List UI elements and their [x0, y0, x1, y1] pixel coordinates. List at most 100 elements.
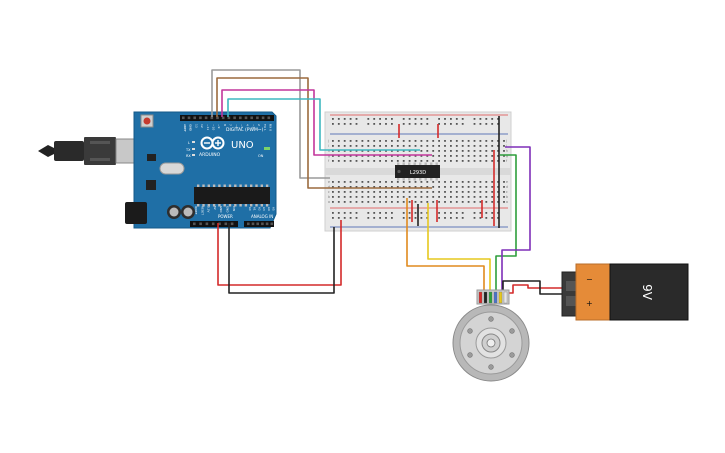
breadboard-hole [450, 191, 452, 193]
breadboard-hole [420, 191, 423, 193]
breadboard-hole [355, 118, 358, 120]
breadboard-hole [420, 145, 423, 147]
breadboard-hole [444, 196, 446, 198]
breadboard-hole [426, 123, 429, 125]
breadboard-hole [414, 191, 417, 193]
motor-bolt [467, 328, 473, 334]
breadboard-hole [450, 145, 452, 147]
digital-pin-label: ~3 [251, 124, 255, 129]
breadboard-hole [450, 123, 452, 125]
breadboard-hole [332, 212, 334, 214]
breadboard-hole [385, 196, 387, 198]
breadboard-hole [461, 155, 464, 157]
breadboard-hole [467, 186, 470, 188]
digital-pin [199, 116, 202, 120]
digital-label: DIGITAL (PWM~) [226, 127, 264, 133]
power-pin-label: IOREF [194, 206, 198, 215]
breadboard-hole [473, 123, 476, 125]
breadboard-hole [402, 155, 405, 157]
breadboard-hole [337, 140, 340, 142]
breadboard-hole [349, 155, 352, 157]
breadboard-hole [497, 150, 499, 152]
breadboard-hole [343, 217, 346, 219]
battery-9v: − + 9V [561, 263, 689, 321]
breadboard-hole [455, 123, 458, 125]
breadboard-hole [426, 191, 429, 193]
breadboard-hole [402, 140, 405, 142]
breadboard-hole [408, 145, 411, 147]
breadboard-hole [432, 191, 435, 193]
breadboard-hole [414, 145, 417, 147]
breadboard-hole [467, 140, 470, 142]
breadboard-hole [361, 150, 364, 152]
breadboard-hole [402, 186, 405, 188]
breadboard-hole [485, 160, 488, 162]
breadboard-hole [485, 123, 488, 125]
breadboard-hole [438, 201, 440, 203]
breadboard-hole [408, 155, 411, 157]
breadboard-hole [450, 212, 452, 214]
breadboard-hole [355, 140, 358, 142]
breadboard-hole [426, 145, 429, 147]
chip-leg [430, 162, 433, 165]
breadboard-hole [420, 155, 423, 157]
row-letter: h [506, 149, 508, 153]
breadboard-hole [438, 196, 440, 198]
breadboard-hole [337, 196, 340, 198]
breadboard-hole [373, 118, 376, 120]
breadboard-hole [426, 186, 429, 188]
breadboard-hole [373, 186, 376, 188]
breadboard-hole [391, 140, 393, 142]
breadboard-hole [438, 217, 440, 219]
breadboard-hole [385, 140, 387, 142]
breadboard-hole [337, 181, 340, 183]
breadboard-hole [367, 217, 370, 219]
wire-gray [211, 69, 330, 179]
breadboard-hole [332, 155, 334, 157]
breadboard-hole [450, 217, 452, 219]
breadboard-hole [455, 217, 458, 219]
breadboard-hole [343, 191, 346, 193]
analog-pin-label: A0 [248, 207, 252, 211]
breadboard-hole [379, 196, 381, 198]
breadboard-hole [438, 150, 440, 152]
breadboard-hole [414, 181, 417, 183]
breadboard-hole [373, 140, 376, 142]
breadboard-hole [503, 150, 505, 152]
breadboard-hole [497, 212, 499, 214]
breadboard-hole [491, 155, 494, 157]
chip-leg [197, 184, 200, 187]
breadboard-hole [385, 191, 387, 193]
breadboard-hole [361, 196, 364, 198]
breadboard-hole [438, 191, 440, 193]
row-letter: b [328, 195, 330, 199]
breadboard-hole [444, 201, 446, 203]
row-letter: g [506, 154, 508, 158]
motor-bolt [509, 328, 515, 334]
breadboard-hole [402, 123, 405, 125]
chip-leg [413, 178, 416, 181]
breadboard-hole [420, 212, 423, 214]
chip-leg [408, 162, 411, 165]
breadboard-hole [361, 145, 364, 147]
chip-leg [234, 184, 237, 187]
breadboard-hole [396, 181, 399, 183]
breadboard-hole [349, 217, 352, 219]
analog-pin [251, 222, 255, 226]
row-letter: a [506, 200, 508, 204]
breadboard-hole [485, 150, 488, 152]
chip-leg [228, 204, 232, 207]
row-letter: j [327, 139, 329, 143]
wire-purple [501, 146, 531, 292]
breadboard-hole [485, 196, 488, 198]
chip-leg [397, 162, 400, 165]
breadboard-hole [332, 160, 334, 162]
breadboard-hole [349, 145, 352, 147]
breadboard-hole [373, 123, 376, 125]
row-letter: j [505, 139, 507, 143]
digital-pin-label: RX 0 [269, 124, 273, 131]
breadboard-hole [396, 191, 399, 193]
breadboard-hole [391, 201, 393, 203]
row-letter: c [328, 190, 330, 194]
digital-pin-label: AREF [183, 124, 187, 132]
